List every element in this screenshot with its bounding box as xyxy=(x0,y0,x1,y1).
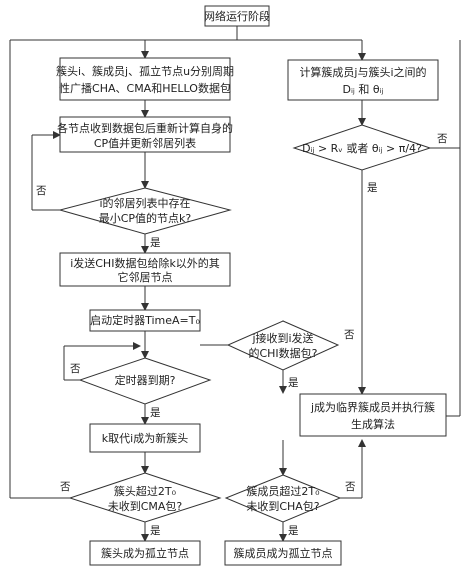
head-isolated-line-1: 簇头成为孤立节点 xyxy=(101,546,189,560)
label-yes-expire: 是 xyxy=(150,407,161,419)
replace-box xyxy=(89,423,201,453)
min-cp-line-1: i的邻居列表中存在 xyxy=(99,196,190,210)
head-check-decision xyxy=(68,472,222,523)
calc-dist-line-1: 计算簇成员j与簇头i之间的 xyxy=(299,65,426,79)
calc-dist-line-2: Dᵢⱼ 和 θᵢⱼ xyxy=(343,83,384,96)
member-isolated-box xyxy=(224,540,342,566)
label-no-threshold: 否 xyxy=(437,133,448,145)
send-chi-box xyxy=(59,252,231,287)
head-check-line-1: 簇头超过2T₀ xyxy=(114,484,177,498)
expire-line-1: 定时器到期? xyxy=(115,373,176,387)
label-yes-recv-chi: 是 xyxy=(288,377,299,389)
threshold-line-1: Dᵢⱼ > Rᵥ 或者 θᵢⱼ > π/4? xyxy=(302,142,422,155)
broadcast-box xyxy=(59,57,231,101)
timer-box xyxy=(89,309,201,332)
head-isolated-box xyxy=(89,540,201,566)
label-yes-member-check: 是 xyxy=(288,525,299,537)
recv-chi-line-1: j接收到i发送 xyxy=(251,331,313,345)
member-check-decision xyxy=(224,474,342,523)
min-cp-decision xyxy=(58,187,232,235)
recv-chi-decision xyxy=(226,320,340,371)
broadcast-line-2: 性广播CHA、CMA和HELLO数据包 xyxy=(59,81,231,95)
label-yes-min-cp: 是 xyxy=(150,237,161,249)
broadcast-line-1: 簇头i、簇成员j、孤立节点u分别周期 xyxy=(56,64,234,78)
recv-chi-line-2: 的CHI数据包? xyxy=(248,346,317,360)
recalc-line-1: 各节点收到数据包后重新计算自身的 xyxy=(57,121,233,135)
critical-line-2: 生成算法 xyxy=(351,417,395,431)
title-box xyxy=(204,5,270,27)
label-yes-head-check: 是 xyxy=(150,525,161,537)
label-no-min-cp: 否 xyxy=(36,185,47,197)
label-no-recv-chi: 否 xyxy=(344,329,355,341)
threshold-decision xyxy=(292,124,432,171)
calc-dist-box xyxy=(287,59,439,101)
label-no-member-check: 否 xyxy=(345,481,356,493)
critical-box xyxy=(299,393,447,437)
min-cp-line-2: 最小CP值的节点k? xyxy=(99,211,192,225)
member-isolated-line-1: 簇成员成为孤立节点 xyxy=(234,546,333,560)
label-no-head-check: 否 xyxy=(60,481,71,493)
head-check-line-2: 未收到CMA包? xyxy=(108,499,183,513)
critical-line-1: j成为临界簇成员并执行簇 xyxy=(310,400,435,414)
send-chi-line-1: i发送CHI数据包给除k以外的其 xyxy=(70,256,220,270)
replace-line-1: k取代i成为新簇头 xyxy=(102,431,188,445)
label-yes-threshold: 是 xyxy=(367,182,378,194)
timer-line-1: 启动定时器TimeA=T₀ xyxy=(90,313,200,327)
expire-decision xyxy=(78,357,212,405)
send-chi-line-2: 它邻居节点 xyxy=(118,270,173,284)
member-check-line-2: 未收到CHA包? xyxy=(246,499,319,513)
recalc-line-2: CP值并更新邻居列表 xyxy=(94,136,196,150)
title-text: 网络运行阶段 xyxy=(204,9,270,23)
recalc-box xyxy=(59,116,231,153)
label-no-expire: 否 xyxy=(70,363,81,375)
member-check-line-1: 簇成员超过2T₀ xyxy=(246,484,320,498)
